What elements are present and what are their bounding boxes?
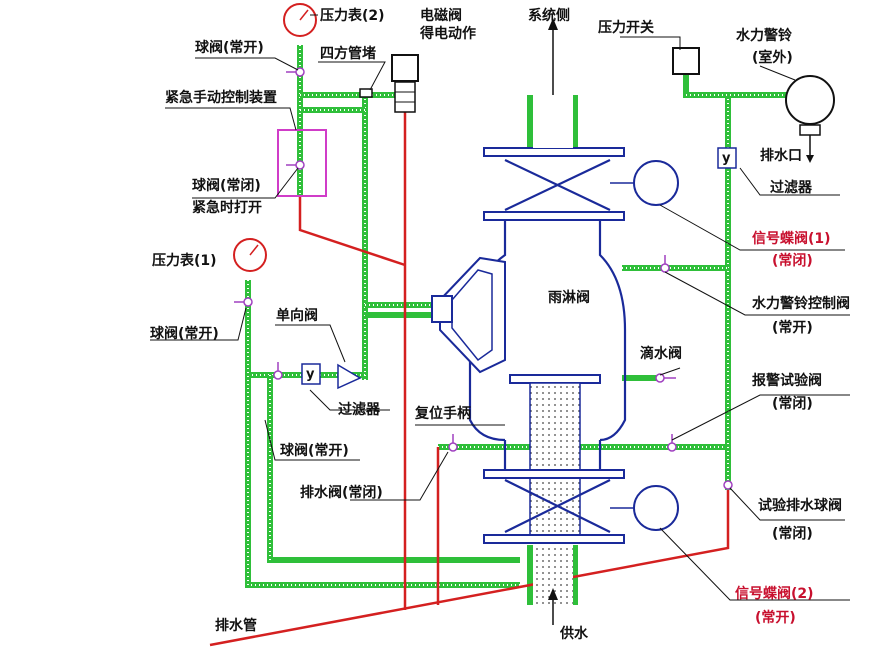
label-ball-valve-left: 球阀(常开) (150, 325, 219, 342)
label-signal-butterfly-2-state: (常开) (755, 609, 796, 626)
label-water-supply: 供水 (559, 625, 589, 642)
label-system-side: 系统侧 (528, 7, 570, 24)
pressure-gauge-2 (283, 3, 317, 37)
alarm-bell-icon (785, 75, 835, 163)
label-ball-valve-lower: 球阀(常开) (280, 442, 349, 459)
label-ball-valve-top: 球阀(常开) (195, 39, 264, 56)
check-valve-icon (337, 363, 362, 390)
label-ball-valve-emergency-2: 紧急时打开 (192, 199, 262, 216)
butterfly-valve-icon[interactable] (633, 160, 679, 206)
label-pressure-gauge-1: 压力表(1) (152, 252, 217, 269)
label-drain-outlet: 排水口 (760, 147, 802, 164)
leader-lines (150, 14, 850, 601)
pressure-switch[interactable] (672, 47, 700, 75)
ball-valve-icon[interactable] (655, 373, 665, 383)
butterfly-valve-icon[interactable] (633, 485, 679, 531)
label-four-way-pipe: 四方管堵 (320, 45, 376, 62)
label-filter-left: 过滤器 (338, 401, 381, 418)
label-emergency-manual: 紧急手动控制装置 (165, 89, 277, 106)
ball-valve-icon[interactable] (660, 263, 670, 273)
label-drain-valve: 排水阀(常闭) (300, 484, 383, 501)
label-test-drain-1: 试验排水球阀 (758, 497, 842, 514)
label-check-valve: 单向阀 (276, 307, 318, 324)
label-solenoid-valve-2: 得电动作 (419, 25, 476, 42)
label-signal-butterfly-2: 信号蝶阀(2) (735, 585, 814, 602)
ball-valve-icon[interactable] (243, 297, 253, 307)
ball-valve-icon[interactable] (723, 480, 733, 490)
ball-valve-icon[interactable] (448, 442, 458, 452)
filter-mark: y (306, 367, 315, 382)
label-alarm-test-1: 报警试验阀 (752, 372, 822, 389)
label-signal-butterfly-1-state: (常闭) (772, 252, 813, 269)
label-water-alarm-bell-1: 水力警铃 (736, 27, 792, 44)
label-alarm-bell-control-1: 水力警铃控制阀 (752, 295, 850, 312)
arrow-up-icon (548, 588, 558, 600)
label-reset-handle: 复位手柄 (414, 405, 471, 422)
solenoid-valve[interactable] (391, 54, 419, 113)
label-drip-valve: 滴水阀 (640, 345, 682, 362)
red-drain-piping (209, 80, 730, 647)
label-drain-pipe: 排水管 (215, 617, 257, 634)
ball-valves (234, 67, 733, 490)
label-water-alarm-bell-2: (室外) (752, 49, 793, 66)
label-ball-valve-emergency-1: 球阀(常闭) (192, 177, 261, 194)
ball-valve-icon[interactable] (295, 160, 305, 170)
labels: 压力表(2) 电磁阀 得电动作 系统侧 压力开关 水力警铃 (室外) 球阀(常开… (150, 7, 850, 642)
emergency-manual-box[interactable] (277, 129, 327, 197)
ball-valve-icon[interactable] (273, 370, 283, 380)
label-filter-right: 过滤器 (770, 179, 813, 196)
ball-valve-icon[interactable] (667, 442, 677, 452)
label-alarm-bell-control-2: (常开) (772, 319, 813, 336)
filter-right: y (717, 147, 737, 169)
label-pressure-gauge-2: 压力表(2) (320, 7, 385, 24)
pressure-gauge-1 (233, 238, 267, 272)
label-alarm-test-2: (常闭) (772, 395, 813, 412)
label-signal-butterfly-1: 信号蝶阀(1) (752, 230, 831, 247)
label-pressure-switch: 压力开关 (598, 19, 654, 36)
arrow-up-icon (548, 18, 558, 30)
four-way-plug (359, 88, 373, 98)
deluge-valve-body (431, 95, 627, 605)
label-solenoid-valve-1: 电磁阀 (420, 7, 462, 24)
label-test-drain-2: (常闭) (772, 525, 813, 542)
filter-mark: y (722, 151, 731, 166)
label-deluge-valve: 雨淋阀 (548, 289, 590, 306)
filter-left: y (301, 363, 321, 385)
